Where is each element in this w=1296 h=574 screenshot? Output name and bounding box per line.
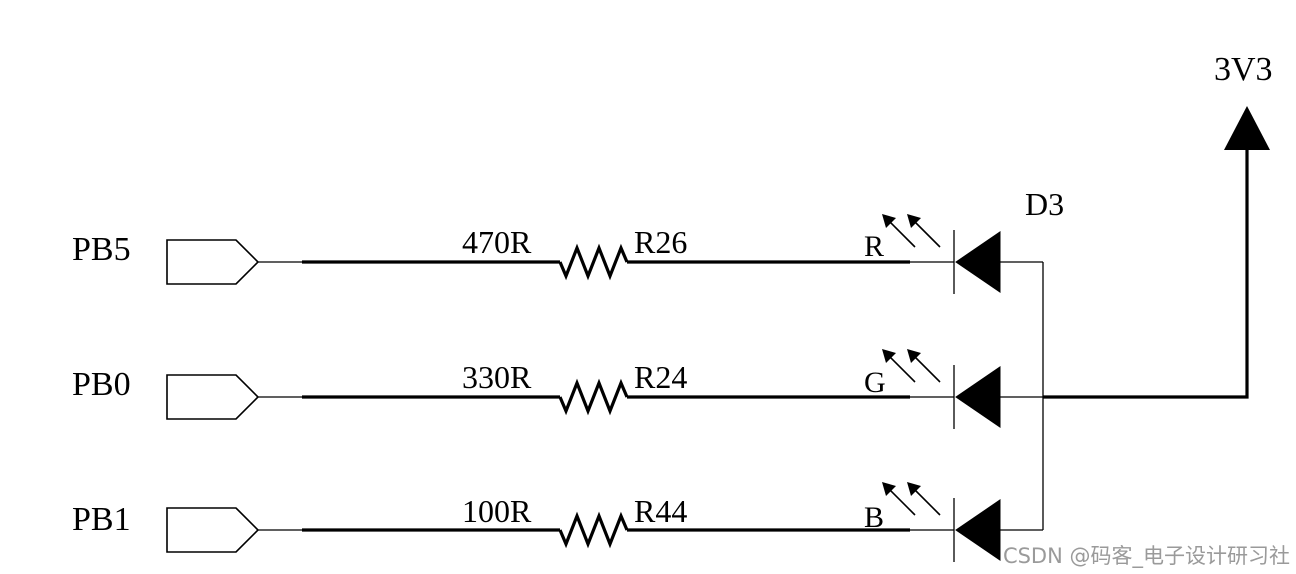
led-diode-icon [955,499,1001,561]
port-label: PB1 [72,501,131,538]
resistor-icon [558,511,629,549]
port-connector-icon [166,239,260,285]
port-label: PB0 [72,366,131,403]
resistor-ref: R44 [634,493,687,529]
port-connector-icon [166,374,260,420]
channel-row-r: PB5 470R R26 R [72,214,1043,294]
led-diode-icon [955,231,1001,293]
light-emission-icon [882,482,941,516]
resistor-value: 470R [462,224,532,260]
led-channel-label: R [864,230,884,263]
watermark-text: CSDN @码客_电子设计研习社 [1002,544,1290,568]
resistor-icon [558,243,629,281]
light-emission-icon [882,349,941,383]
led-diode-icon [955,366,1001,428]
resistor-value: 100R [462,493,532,529]
port-connector-icon [166,507,260,553]
light-emission-icon [882,214,941,248]
resistor-value: 330R [462,359,532,395]
power-label: 3V3 [1214,51,1273,88]
resistor-ref: R26 [634,224,687,260]
resistor-ref: R24 [634,359,687,395]
channel-row-g: PB0 330R R24 G [72,349,1043,429]
led-channel-label: B [864,501,884,534]
port-label: PB5 [72,231,131,268]
power-wire [1043,150,1249,399]
power-arrow-icon [1224,106,1270,150]
led-designator: D3 [1025,186,1064,222]
resistor-icon [558,378,629,416]
channel-row-b: PB1 100R R44 B [72,482,1043,562]
led-channel-label: G [864,366,886,399]
